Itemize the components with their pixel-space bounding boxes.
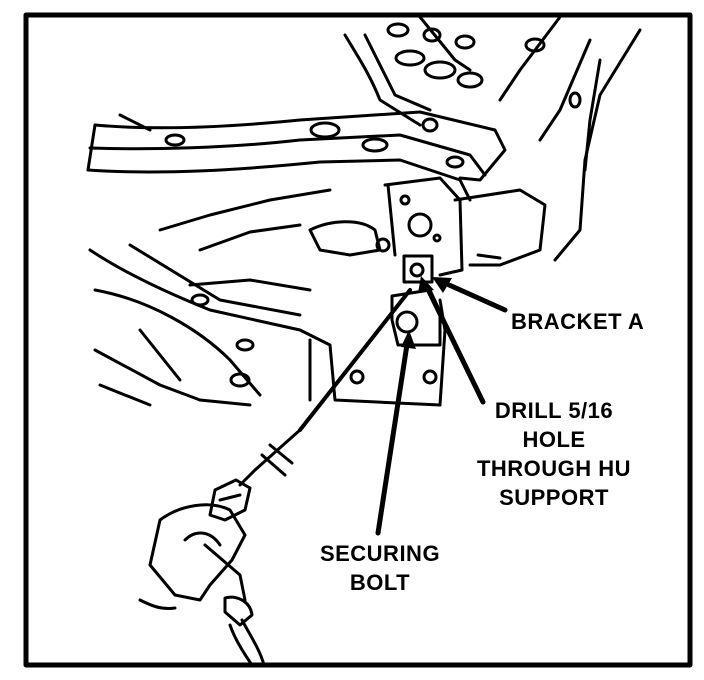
leader-lines	[375, 277, 508, 536]
securing-bolt-label: SECURING BOLT	[300, 539, 460, 597]
diagram-frame	[23, 12, 693, 668]
drill-instruction-label: DRILL 5/16 HOLE THROUGH HU SUPPORT	[456, 396, 652, 512]
bolt-line-2: BOLT	[349, 570, 411, 595]
drill-path	[298, 288, 412, 432]
lower-frame	[88, 188, 447, 407]
drill-tool	[138, 428, 302, 667]
bolt-line-1: SECURING	[319, 541, 441, 566]
crossmember	[86, 110, 507, 202]
upper-pillar	[343, 15, 642, 262]
bracket-a-label: BRACKET A	[511, 307, 644, 336]
drill-line-1: DRILL 5/16	[494, 398, 614, 423]
plate-holes	[349, 233, 442, 385]
drill-line-4: SUPPORT	[499, 485, 609, 510]
drill-line-3: THROUGH HU	[476, 456, 632, 481]
bracket-a-text: BRACKET A	[511, 309, 645, 334]
support-plate	[308, 176, 547, 277]
drill-line-2: HOLE	[522, 427, 586, 452]
arrowheads	[401, 276, 452, 349]
